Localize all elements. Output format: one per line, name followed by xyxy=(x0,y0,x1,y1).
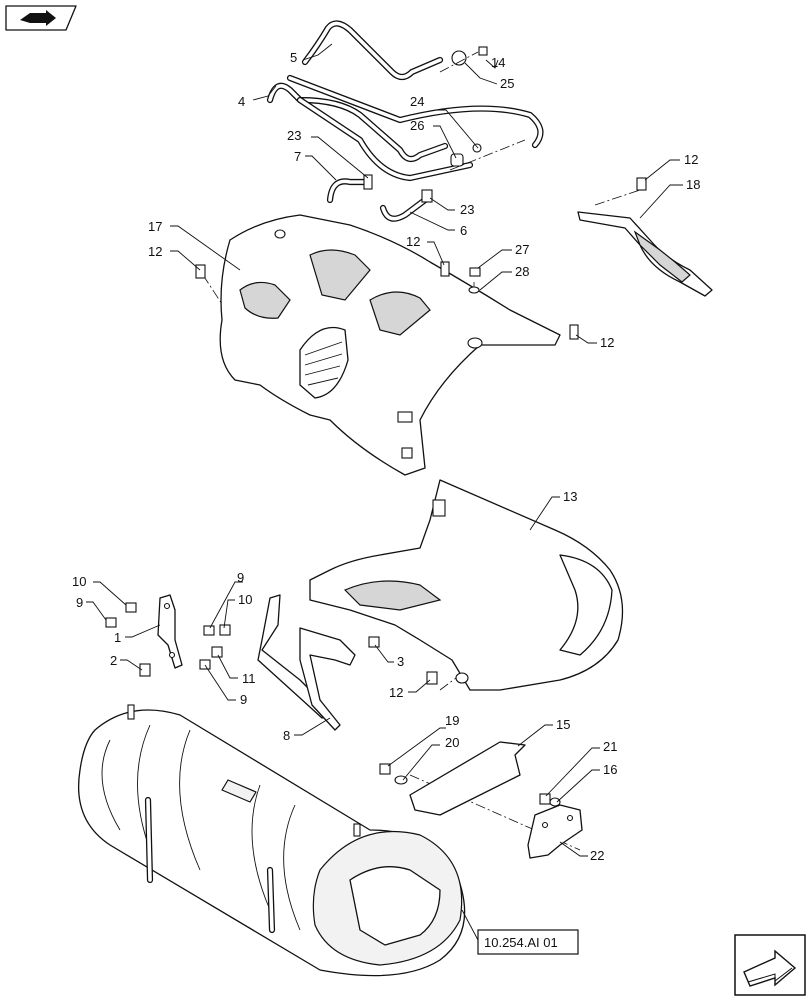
bracket-22[interactable] xyxy=(527,804,583,859)
callout-10a: 10 xyxy=(72,574,86,589)
callout-numbers: 5 14 25 4 24 26 23 7 23 6 12 18 17 12 12… xyxy=(72,50,700,863)
callout-20: 20 xyxy=(445,735,459,750)
callout-11: 11 xyxy=(242,671,256,686)
elbow-hose-6[interactable] xyxy=(379,189,433,222)
callout-21: 21 xyxy=(603,739,617,754)
callout-9b: 9 xyxy=(237,570,244,585)
callout-25: 25 xyxy=(500,76,514,91)
callout-14: 14 xyxy=(491,55,505,70)
callout-7: 7 xyxy=(294,149,301,164)
reference-label[interactable]: 10.254.AI 01 xyxy=(477,929,579,955)
next-page-arrow-icon[interactable] xyxy=(734,934,806,996)
callout-2: 2 xyxy=(110,653,117,668)
hose-assembly-5[interactable] xyxy=(301,20,444,81)
callout-13: 13 xyxy=(563,489,577,504)
hose-assembly-4[interactable] xyxy=(266,74,544,182)
leader-lines xyxy=(86,43,683,941)
heat-shield-13[interactable] xyxy=(309,479,624,691)
callout-17: 17 xyxy=(148,219,162,234)
bracket-1[interactable] xyxy=(157,594,183,669)
callout-12d: 12 xyxy=(600,335,614,350)
callout-12b: 12 xyxy=(148,244,162,259)
callout-15: 15 xyxy=(556,717,570,732)
reference-label-text: 10.254.AI 01 xyxy=(484,935,558,950)
callout-19: 19 xyxy=(445,713,459,728)
callout-16: 16 xyxy=(603,762,617,777)
callout-12a: 12 xyxy=(684,152,698,167)
callout-4: 4 xyxy=(238,94,245,109)
book-arrow-icon[interactable] xyxy=(5,5,77,31)
callout-12c: 12 xyxy=(406,234,420,249)
callout-9a: 9 xyxy=(76,595,83,610)
callout-28: 28 xyxy=(515,264,529,279)
callout-24: 24 xyxy=(410,94,424,109)
elbow-hose-7[interactable] xyxy=(326,174,373,204)
bolts-and-nuts[interactable] xyxy=(105,177,647,807)
fittings-top[interactable] xyxy=(450,46,488,167)
bracket-18[interactable] xyxy=(577,211,713,297)
callout-26: 26 xyxy=(410,118,424,133)
heat-shield-17[interactable] xyxy=(219,214,561,476)
callout-3: 3 xyxy=(397,654,404,669)
bracket-8[interactable] xyxy=(257,594,356,731)
callout-27: 27 xyxy=(515,242,529,257)
callout-10b: 10 xyxy=(238,592,252,607)
callout-1: 1 xyxy=(114,630,121,645)
plate-15[interactable] xyxy=(409,741,526,816)
callout-23a: 23 xyxy=(287,128,301,143)
callout-18: 18 xyxy=(686,177,700,192)
callout-6: 6 xyxy=(460,223,467,238)
callout-5: 5 xyxy=(290,50,297,65)
callout-12e: 12 xyxy=(389,685,403,700)
muffler-canister[interactable] xyxy=(77,704,466,977)
callout-9c: 9 xyxy=(240,692,247,707)
callout-23b: 23 xyxy=(460,202,474,217)
callout-22: 22 xyxy=(590,848,604,863)
callout-8: 8 xyxy=(283,728,290,743)
